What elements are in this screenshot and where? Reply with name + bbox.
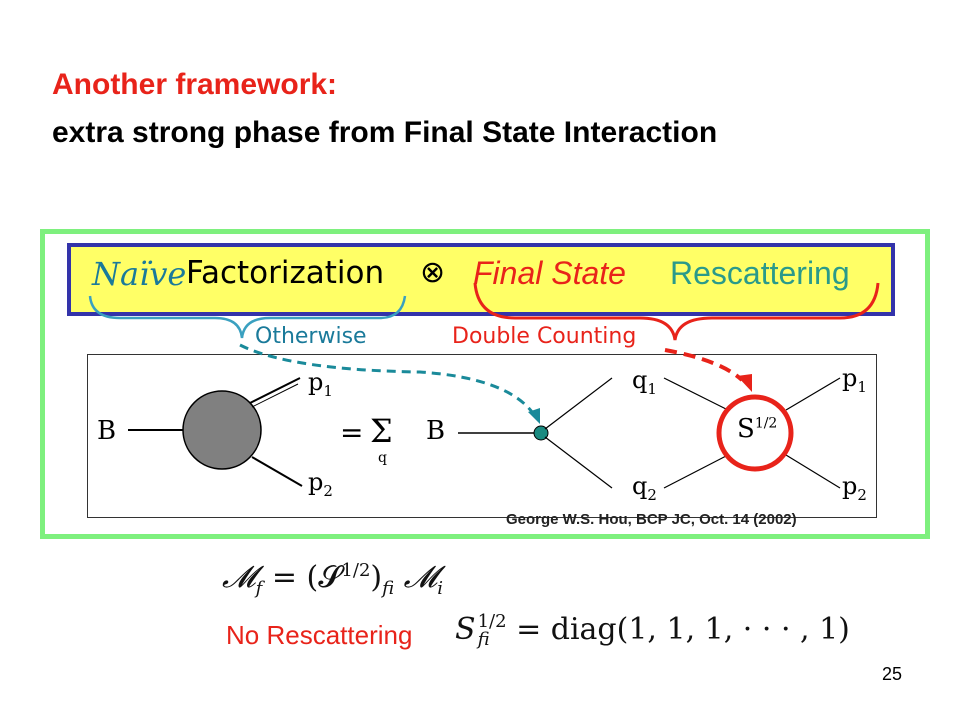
sum-sign: Σ	[370, 412, 393, 450]
B-left-label: B	[97, 416, 117, 446]
p2-left-line	[251, 456, 303, 487]
equation-1: 𝓜f = (𝓢1/2)fi 𝓜i	[222, 560, 444, 599]
banner-factorization: Factorization	[186, 255, 385, 291]
banner-otimes: ⊗	[420, 255, 446, 290]
p1-left-line	[249, 377, 301, 404]
sum-subscript: q	[378, 450, 387, 466]
double-counting-label: Double Counting	[452, 324, 637, 349]
teal-brace	[88, 295, 407, 339]
otherwise-label: Otherwise	[255, 324, 367, 349]
S-label: S1/2	[737, 414, 778, 444]
banner-final-state: Final State	[473, 255, 626, 291]
equals-sign: =	[340, 416, 364, 449]
vertex-dot	[533, 425, 549, 441]
q2-line	[544, 436, 613, 489]
S-circle	[716, 394, 794, 472]
banner-rescattering: Rescattering	[670, 255, 850, 291]
slide-title-line2: extra strong phase from Final State Inte…	[52, 116, 718, 149]
p1-right-label: p1	[842, 364, 867, 396]
p1-left-label: p1	[308, 368, 333, 400]
q1-line	[544, 377, 613, 430]
q2-label: q2	[632, 472, 657, 504]
no-rescattering-label: No Rescattering	[226, 620, 413, 650]
B-right-label: B	[426, 416, 446, 446]
teal-dashed-arrow	[239, 343, 537, 417]
banner-naive: Naïve	[92, 255, 187, 293]
green-frame	[40, 229, 930, 539]
blob	[182, 390, 262, 470]
credit-text: George W.S. Hou, BCP JC, Oct. 14 (2002)	[506, 511, 797, 528]
red-dashed-arrow	[664, 348, 744, 382]
page-number: 25	[882, 664, 903, 684]
slide-title-line1: Another framework:	[52, 68, 338, 101]
q1-label: q1	[632, 366, 657, 398]
p2-left-label: p2	[308, 468, 333, 500]
p2-right-label: p2	[842, 472, 867, 504]
red-brace	[473, 282, 880, 341]
